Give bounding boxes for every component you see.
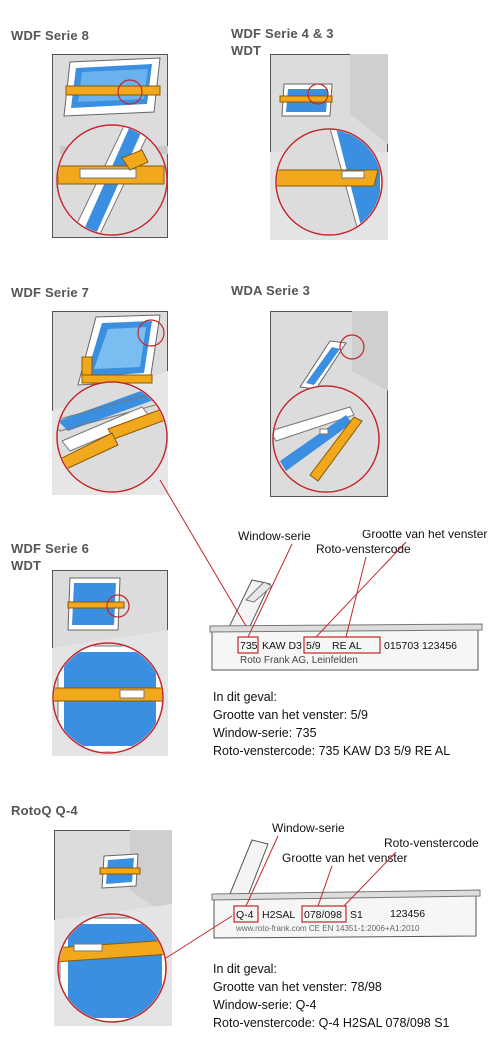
plate2-code-h2sal: H2SAL — [262, 909, 295, 921]
note-line: Roto-venstercode: 735 KAW D3 5/9 RE AL — [213, 744, 451, 758]
plate2-code-serie: Q-4 — [236, 909, 254, 921]
plate2-code-size: 078/098 — [304, 909, 342, 921]
illustration-serie-4-3 — [270, 54, 388, 240]
heading-wdf-serie-6: WDF Serie 6 WDT — [11, 540, 89, 574]
heading-wdf-serie-7: WDF Serie 7 — [11, 284, 89, 301]
illustration-serie-7 — [52, 311, 168, 495]
plate2-label-grootte: Grootte van het venster — [282, 851, 407, 865]
plate1-label-window-serie: Window-serie — [238, 530, 311, 543]
plate1-label-grootte: Grootte van het venster — [362, 530, 487, 541]
plate2-label-roto-code: Roto-venstercode — [384, 836, 479, 850]
plate1-code-serie: 735 — [240, 640, 258, 652]
heading-wda-serie-3: WDA Serie 3 — [231, 282, 310, 299]
leader-line — [315, 541, 407, 638]
plate1-label-roto-code: Roto-venstercode — [316, 542, 411, 556]
heading-line: WDF Serie 7 — [11, 285, 90, 300]
illustration-rotoq-q4 — [54, 830, 172, 1026]
heading-line: WDF Serie 6 — [11, 541, 90, 556]
plate2-label-window-serie: Window-serie — [272, 821, 345, 835]
note-line: Window-serie: 735 — [213, 726, 317, 740]
note-line: Grootte van het venster: 78/98 — [213, 980, 382, 994]
leader-line — [245, 835, 279, 907]
heading-line: WDF Serie 4 & 3 — [231, 26, 334, 41]
plate1-code-kaw: KAW D3 — [262, 640, 302, 652]
plate1-code-re: RE AL — [332, 640, 362, 652]
note-line: Roto-venstercode: Q-4 H2SAL 078/098 S1 — [213, 1016, 450, 1030]
note-line: Grootte van het venster: 5/9 — [213, 708, 368, 722]
illustration-serie-8 — [52, 54, 168, 238]
plate2-code-s1: S1 — [350, 909, 363, 921]
heading-line-2: WDT — [11, 558, 42, 573]
note-line: Window-serie: Q-4 — [213, 998, 317, 1012]
note-line: In dit geval: — [213, 962, 277, 976]
plate2-small-print: www.roto-frank.com CE EN 14351-1:2006+A1… — [235, 924, 420, 933]
heading-line: RotoQ Q-4 — [11, 803, 78, 818]
note-example-2: In dit geval: Grootte van het venster: 7… — [213, 960, 449, 1032]
plate1-code-number: 015703 123456 — [384, 640, 457, 652]
illustration-serie-6 — [52, 570, 168, 756]
note-line: In dit geval: — [213, 690, 277, 704]
heading-wdf-serie-4-3: WDF Serie 4 & 3 WDT — [231, 25, 334, 59]
plate2-code-number: 123456 — [390, 908, 425, 920]
heading-rotoq-q4: RotoQ Q-4 — [11, 802, 78, 819]
leader-line — [343, 851, 397, 907]
roto-label-plate-1: 735 KAW D3 5/9 RE AL 015703 123456 Roto … — [206, 530, 498, 680]
roto-label-plate-2: Q-4 H2SAL 078/098 S1 123456 www.roto-fra… — [206, 818, 498, 948]
note-example-1: In dit geval: Grootte van het venster: 5… — [213, 688, 450, 760]
illustration-wda-serie-3 — [270, 311, 388, 497]
plate1-code-size: 5/9 — [306, 640, 321, 652]
leader-line — [345, 556, 367, 638]
plate1-manufacturer: Roto Frank AG, Leinfelden — [240, 655, 358, 666]
heading-line: WDF Serie 8 — [11, 28, 90, 43]
heading-line-2: WDT — [231, 43, 262, 58]
leader-line — [247, 543, 293, 638]
heading-line: WDA Serie 3 — [231, 283, 311, 298]
leader-line — [317, 865, 333, 907]
heading-wdf-serie-8: WDF Serie 8 — [11, 27, 89, 44]
